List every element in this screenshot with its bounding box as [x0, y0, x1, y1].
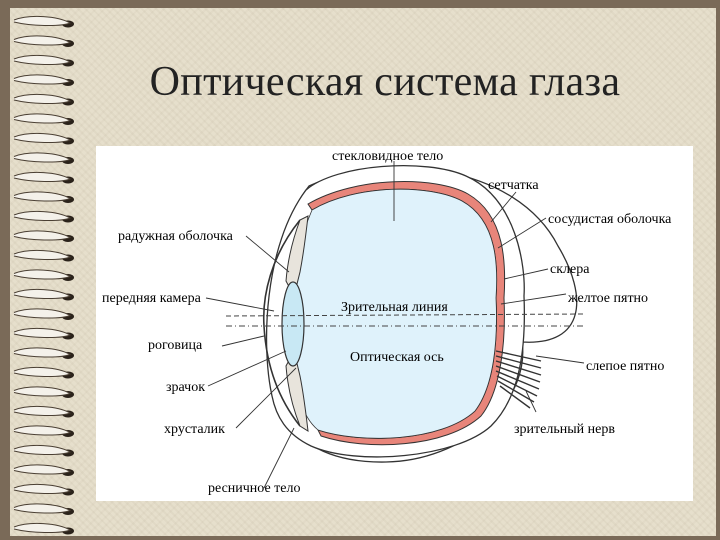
label-vitreous: стекловидное тело — [332, 149, 443, 164]
label-visual-line: Зрительная линия — [341, 300, 448, 315]
optic-nerve-shape — [495, 350, 542, 409]
spiral-ring — [13, 444, 72, 455]
label-retina: сетчатка — [488, 178, 539, 193]
label-choroid: сосудистая оболочка — [548, 212, 672, 227]
spiral-ring — [13, 93, 72, 104]
slide: Оптическая система глаза — [10, 8, 716, 536]
label-macula: желтое пятно — [567, 291, 648, 306]
spiral-ring — [13, 191, 72, 202]
spiral-ring — [13, 464, 72, 475]
spiral-ring — [13, 210, 72, 221]
spiral-ring — [13, 425, 72, 436]
spiral-ring — [13, 347, 72, 358]
slide-title: Оптическая система глаза — [149, 59, 621, 105]
label-cornea: роговица — [148, 338, 203, 353]
spiral-ring — [13, 171, 72, 182]
spiral-ring — [13, 386, 72, 397]
label-optical-axis: Оптическая ось — [350, 350, 444, 365]
label-sclera: склера — [550, 262, 590, 277]
visual-line — [225, 313, 587, 317]
spiral-ring — [13, 288, 72, 299]
spiral-ring — [13, 54, 72, 65]
spiral-ring — [13, 113, 72, 124]
eye-diagram: стекловидное тело сетчатка сосудистая об… — [96, 146, 693, 501]
spiral-ring — [13, 503, 72, 514]
spiral-ring — [13, 132, 72, 143]
spiral-ring — [13, 327, 72, 338]
spiral-ring — [13, 522, 72, 533]
spiral-ring — [13, 308, 72, 319]
spiral-ring — [13, 152, 72, 163]
label-blind-spot: слепое пятно — [586, 359, 664, 374]
spiral-ring — [13, 366, 72, 377]
label-iris: радужная оболочка — [118, 229, 234, 244]
label-pupil: зрачок — [166, 380, 205, 395]
spiral-ring — [13, 35, 72, 46]
spiral-ring — [13, 483, 72, 494]
label-optic-nerve: зрительный нерв — [514, 422, 615, 437]
spiral-ring — [13, 249, 72, 260]
leader-lines — [205, 161, 585, 489]
label-lens: хрусталик — [164, 422, 225, 437]
label-ciliary-body: ресничное тело — [208, 481, 301, 496]
label-anterior-chamber: передняя камера — [102, 291, 202, 306]
lens-shape — [281, 281, 305, 367]
spiral-ring — [13, 230, 72, 241]
spiral-ring — [13, 405, 72, 416]
spiral-binding — [13, 15, 74, 535]
spiral-ring — [13, 15, 72, 26]
cornea-shape — [262, 219, 301, 427]
spiral-ring — [13, 74, 72, 85]
spiral-ring — [13, 269, 72, 280]
